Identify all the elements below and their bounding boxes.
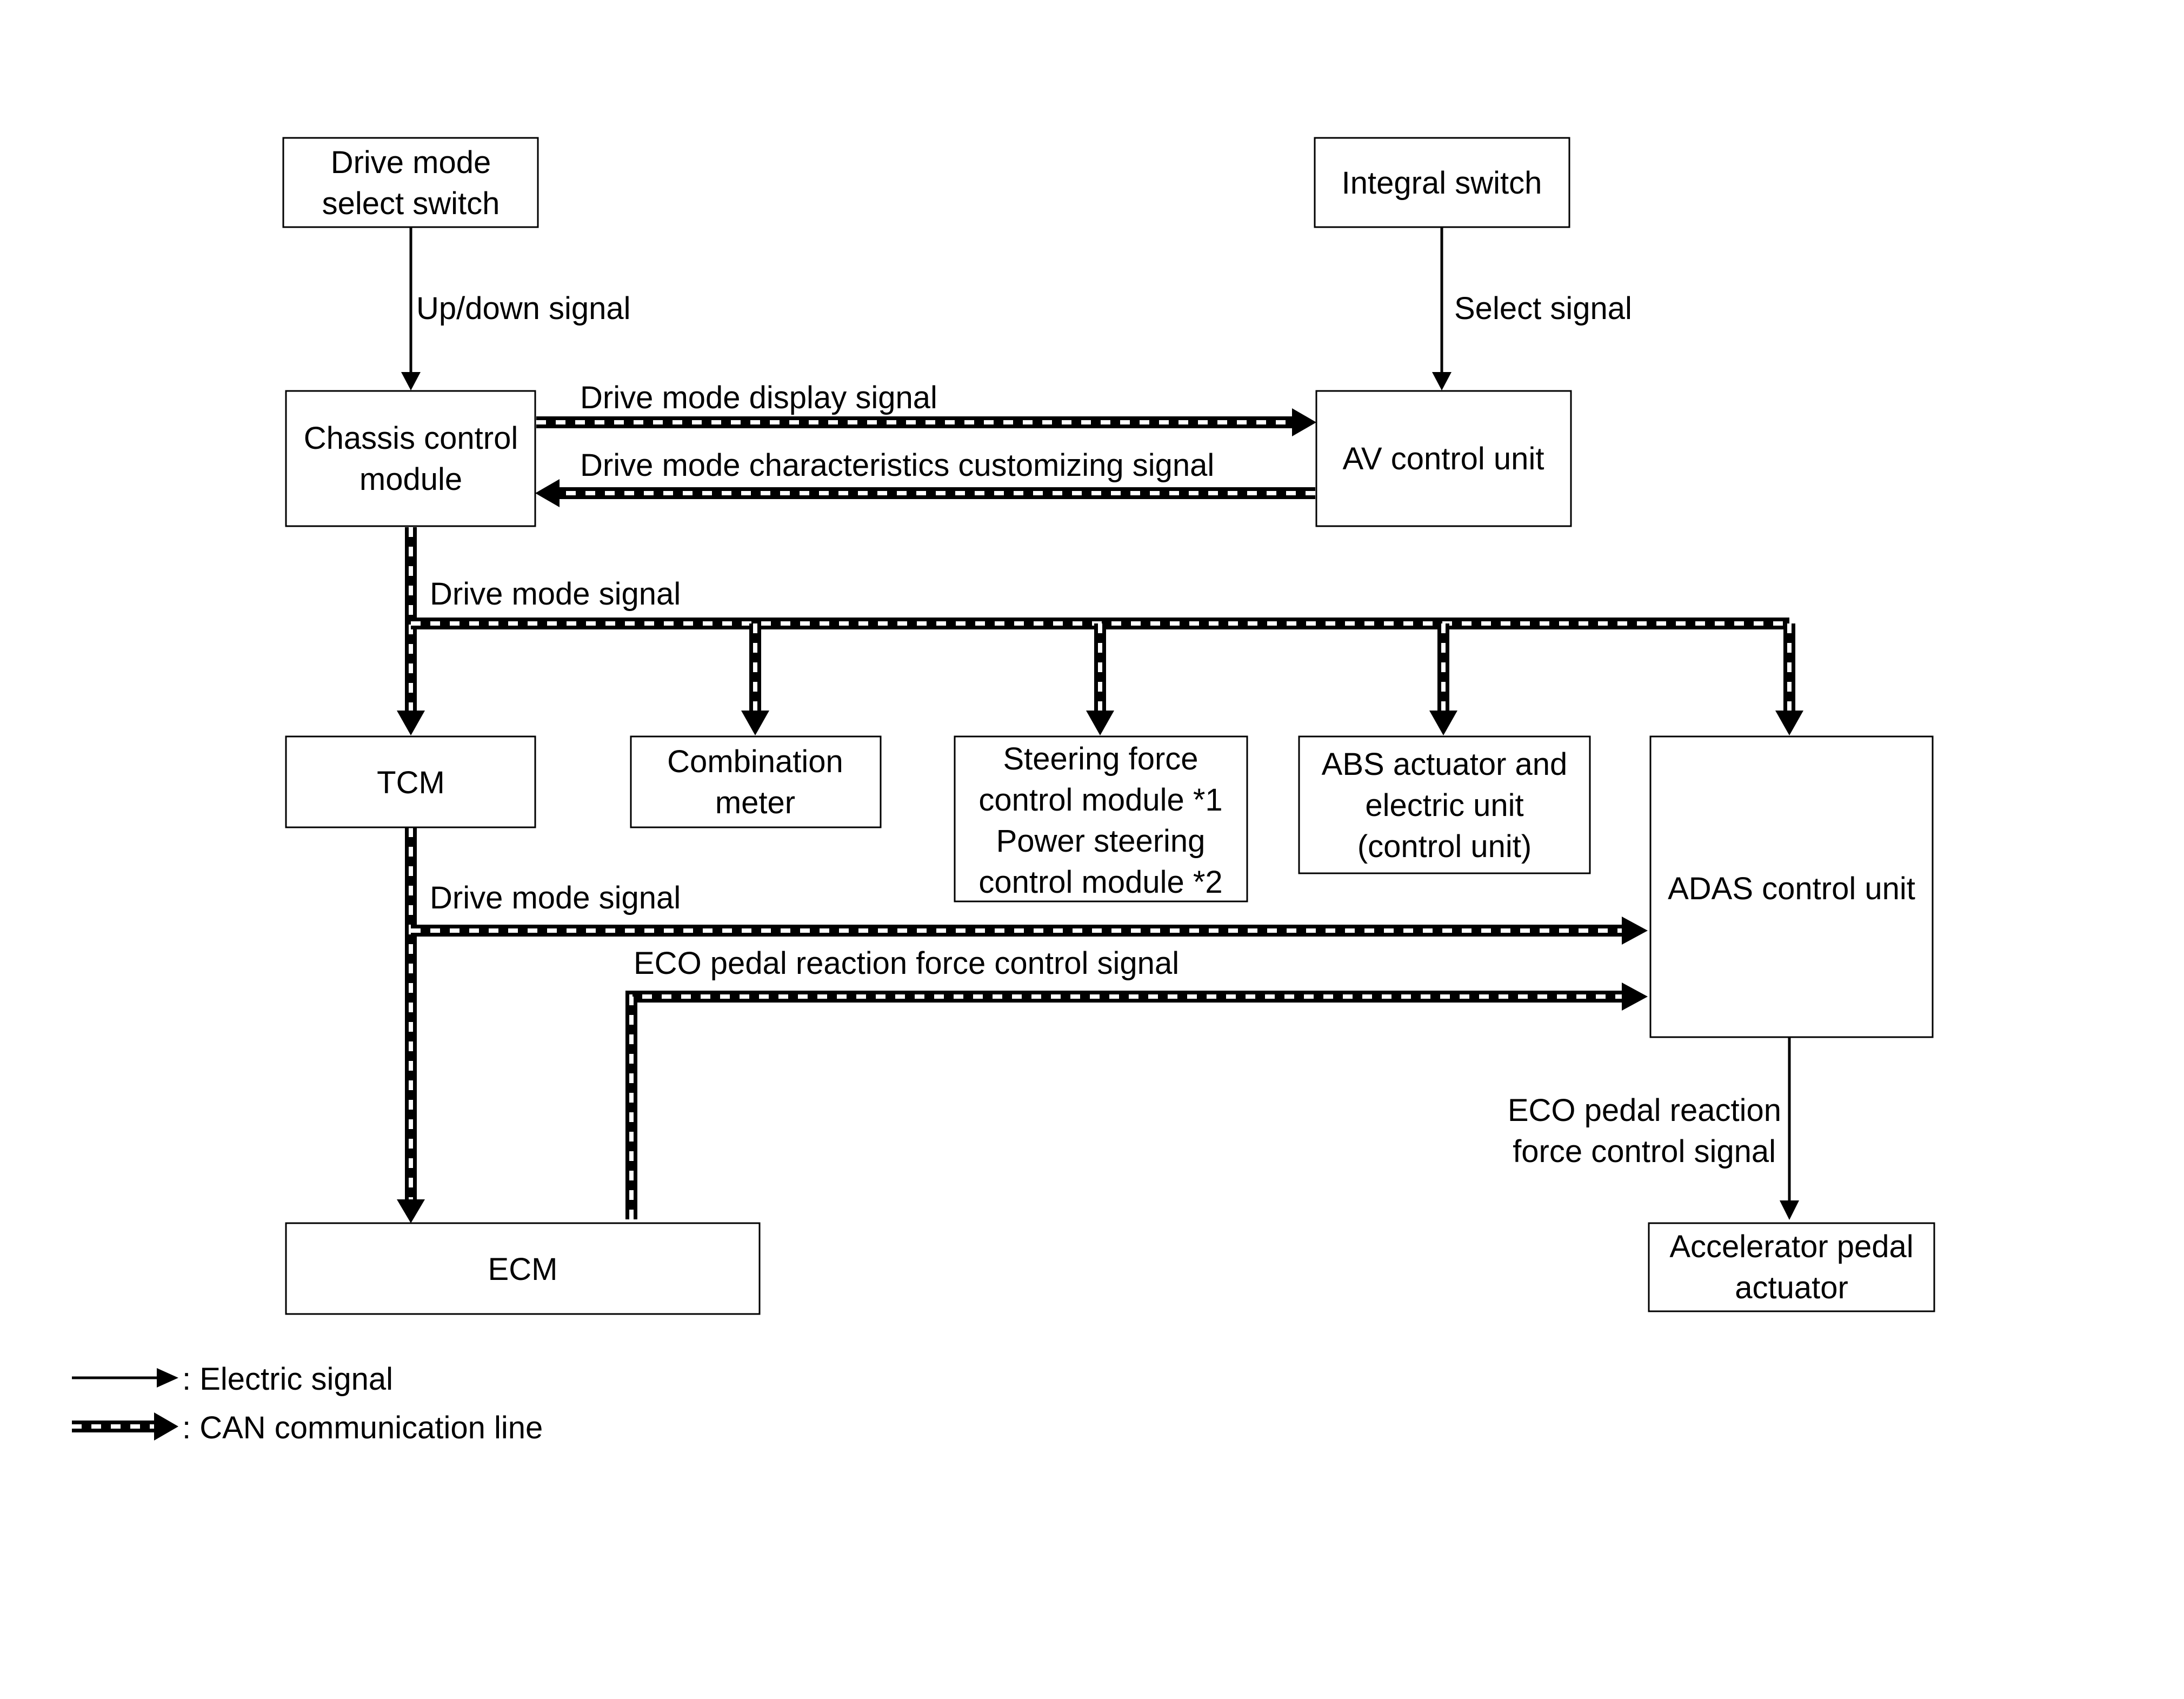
can-line-ecm-adas: [625, 991, 1622, 1219]
component-combination-meter: Combination meter: [630, 735, 882, 828]
component-adas-control-unit: ADAS control unit: [1649, 735, 1934, 1038]
label-drive-mode-signal-2: Drive mode signal: [430, 880, 681, 915]
can-arrowhead-meter: [741, 711, 769, 735]
arrowhead-accelerator-in: [1780, 1200, 1799, 1220]
tcm-label: TCM: [377, 765, 445, 800]
label-drive-mode-customizing: Drive mode characteristics customizing s…: [580, 448, 1214, 483]
integral-switch-label: Integral switch: [1342, 165, 1542, 201]
ecm-label: ECM: [488, 1252, 558, 1287]
component-ecm: ECM: [285, 1222, 761, 1315]
component-accelerator-pedal-actuator: Accelerator pedal actuator: [1648, 1222, 1935, 1312]
legend: : Electric signal : CAN communication li…: [72, 1362, 543, 1445]
component-abs-actuator: ABS actuator and electric unit (control …: [1298, 735, 1591, 874]
steering-line3: Power steering: [996, 824, 1206, 859]
arrowhead-chassis-in: [401, 372, 421, 390]
av-control-unit-label: AV control unit: [1343, 441, 1544, 476]
arrowhead-av-in: [1432, 372, 1451, 390]
legend-can-arrowhead: [154, 1412, 178, 1441]
component-chassis-control-module: Chassis control module: [285, 390, 536, 527]
can-arrowhead-av: [1292, 408, 1316, 436]
component-av-control-unit: AV control unit: [1315, 390, 1572, 527]
label-eco-pedal-can-signal: ECO pedal reaction force control signal: [634, 946, 1179, 981]
can-arrowhead-adas-mid: [1622, 917, 1648, 945]
label-eco-pedal-electric-line1: ECO pedal reaction: [1508, 1093, 1781, 1128]
accelerator-line1: Accelerator pedal: [1669, 1229, 1913, 1264]
abs-line1: ABS actuator and: [1322, 747, 1568, 782]
chassis-label-line1: Chassis control: [304, 421, 518, 456]
drive-mode-switch-line1: Drive mode: [331, 145, 491, 180]
label-up-down-signal: Up/down signal: [416, 291, 631, 326]
combination-meter-line1: Combination: [667, 744, 843, 779]
component-steering-module: Steering force control module *1 Power s…: [954, 735, 1248, 902]
steering-line1: Steering force: [1003, 741, 1198, 777]
label-select-signal: Select signal: [1454, 291, 1632, 326]
abs-line3: (control unit): [1357, 829, 1532, 864]
component-drive-mode-switch: Drive mode select switch: [282, 137, 539, 228]
can-arrowhead-ecm: [397, 1199, 425, 1223]
label-drive-mode-signal-1: Drive mode signal: [430, 576, 681, 612]
can-arrowhead-chassis: [535, 479, 560, 507]
drive-mode-switch-line2: select switch: [322, 186, 500, 221]
label-drive-mode-display: Drive mode display signal: [580, 380, 937, 415]
can-arrowhead-abs: [1429, 711, 1457, 735]
can-arrowhead-steering: [1086, 711, 1114, 735]
legend-electric-arrowhead: [157, 1368, 178, 1388]
component-tcm: TCM: [285, 735, 536, 828]
can-arrowhead-tcm: [397, 711, 425, 735]
can-arrowhead-adas-top: [1775, 711, 1803, 735]
component-integral-switch: Integral switch: [1314, 137, 1570, 228]
chassis-label-line2: module: [359, 462, 462, 497]
steering-line4: control module *2: [978, 865, 1222, 900]
legend-can-label: : CAN communication line: [182, 1410, 543, 1445]
steering-line2: control module *1: [978, 782, 1222, 818]
electric-wires: [401, 227, 1799, 1220]
signal-labels: Up/down signal Select signal Drive mode …: [416, 291, 1781, 1169]
accelerator-line2: actuator: [1735, 1270, 1848, 1305]
can-lines: [397, 408, 1803, 1223]
can-arrowhead-adas-low: [1622, 983, 1648, 1011]
combination-meter-line2: meter: [715, 785, 795, 820]
legend-electric-label: : Electric signal: [182, 1362, 393, 1397]
adas-control-unit-label: ADAS control unit: [1668, 871, 1915, 906]
abs-line2: electric unit: [1365, 788, 1523, 823]
label-eco-pedal-electric-line2: force control signal: [1513, 1134, 1776, 1169]
